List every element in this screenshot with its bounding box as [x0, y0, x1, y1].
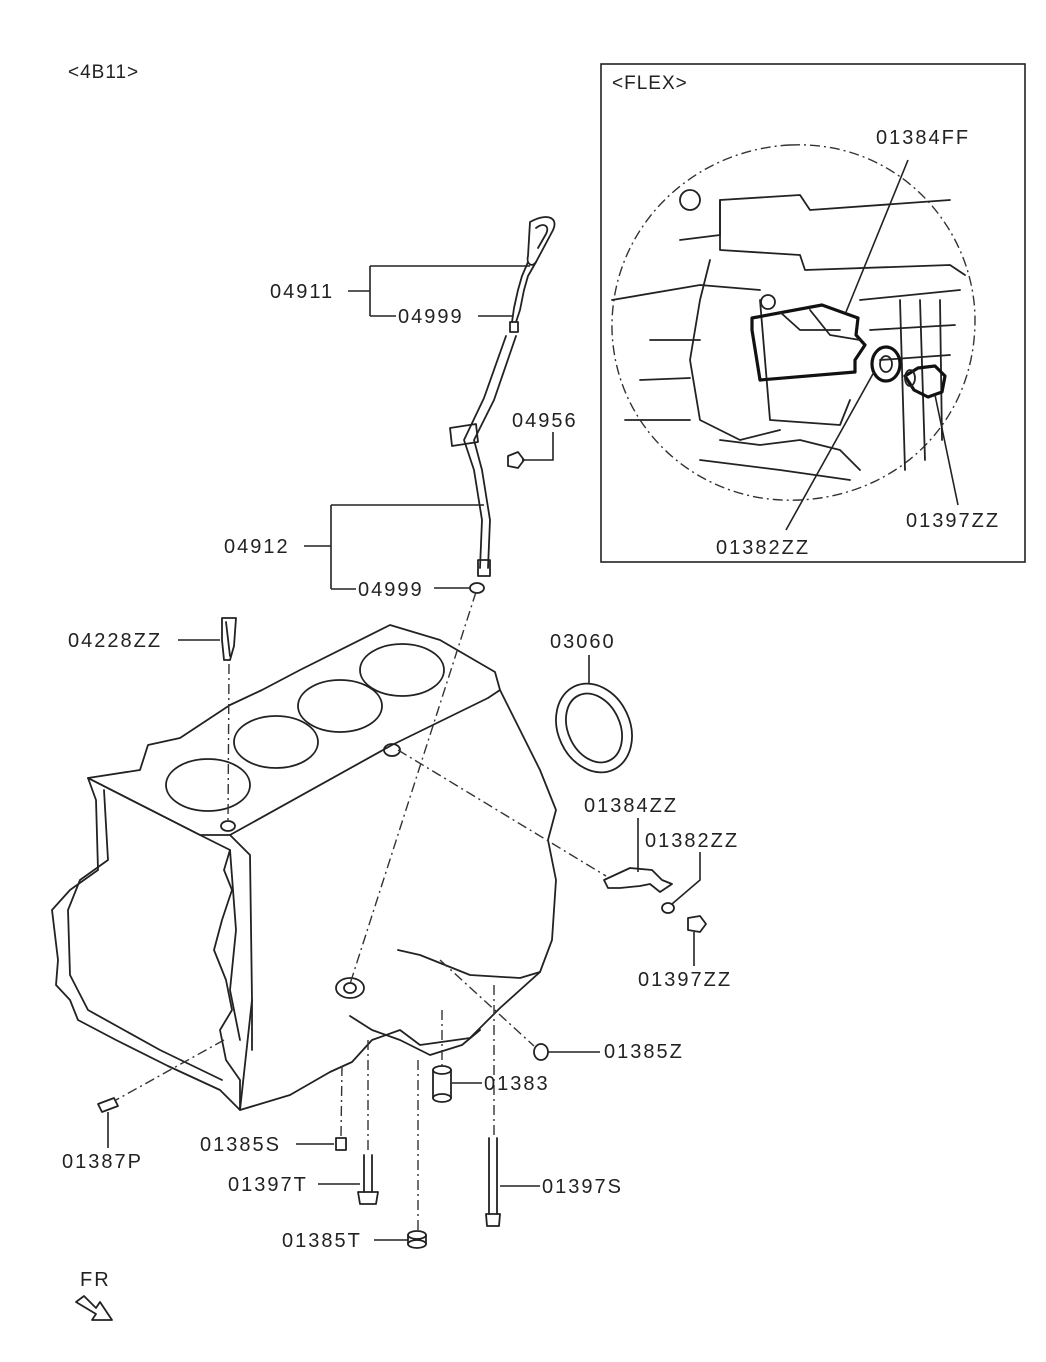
dowel-01383 — [432, 1065, 452, 1103]
inset-detail-circle — [611, 144, 976, 501]
label-01397T: 01397T — [228, 1174, 308, 1196]
oil-seal-03060 — [555, 682, 633, 774]
plug-01385T — [407, 1230, 427, 1249]
bracket-01384ZZ — [603, 867, 673, 893]
label-04999-lower: 04999 — [358, 579, 424, 601]
block-drain-hole — [335, 977, 365, 999]
leader-lines — [107, 265, 701, 1241]
inset-bracket — [750, 303, 867, 382]
bore-2 — [233, 715, 319, 769]
bore-3 — [297, 679, 383, 733]
bolt-01397T — [357, 1154, 379, 1205]
assembly-lines — [115, 591, 607, 1232]
front-label: FR — [80, 1269, 111, 1291]
block-front — [51, 777, 241, 1111]
label-01397S: 01397S — [542, 1176, 623, 1198]
label-04956: 04956 — [512, 410, 578, 432]
inset-bracket-detail — [779, 309, 861, 341]
label-04912: 04912 — [224, 536, 290, 558]
dipstick-guide-clip — [449, 423, 479, 447]
label-01385S: 01385S — [200, 1134, 281, 1156]
inset-block-detail — [611, 189, 966, 481]
inset-label-01382ZZ: 01382ZZ — [716, 537, 810, 559]
inset-label-01397ZZ: 01397ZZ — [906, 510, 1000, 532]
front-direction-indicator: FR — [75, 1269, 113, 1321]
inset-label-01384FF: 01384FF — [876, 127, 970, 149]
label-01385T: 01385T — [282, 1230, 362, 1252]
label-03060: 03060 — [550, 631, 616, 653]
bolt-01397ZZ — [687, 915, 707, 933]
label-01383: 01383 — [484, 1073, 550, 1095]
dipstick-guide-tube — [473, 335, 517, 569]
cylinder-block — [51, 624, 557, 1111]
inset-bolt — [903, 364, 947, 399]
inset-washer — [870, 345, 902, 383]
bore-1 — [165, 758, 251, 812]
label-01397ZZ: 01397ZZ — [638, 969, 732, 991]
dipstick-oring-upper — [509, 321, 519, 333]
flex-inset: <FLEX> 01384FF 013 — [600, 63, 1026, 563]
block-side — [229, 689, 557, 1111]
plug-04228ZZ — [221, 617, 237, 661]
block-deck — [87, 624, 501, 836]
engine-code-label: <4B11> — [68, 62, 139, 83]
plug-01385Z — [533, 1043, 549, 1061]
label-01384ZZ: 01384ZZ — [584, 795, 678, 817]
washer-01382ZZ — [661, 902, 675, 914]
label-01387P: 01387P — [62, 1151, 143, 1173]
inset-title: <FLEX> — [612, 73, 688, 94]
pin-01387P — [97, 1097, 119, 1113]
label-01382ZZ: 01382ZZ — [645, 830, 739, 852]
bore-4 — [359, 643, 445, 697]
bolt-01397S — [485, 1137, 501, 1227]
front-arrow-icon — [75, 1295, 113, 1321]
label-04911: 04911 — [270, 281, 334, 303]
bolt-04956 — [507, 451, 525, 469]
label-04228ZZ: 04228ZZ — [68, 630, 162, 652]
label-04999-upper: 04999 — [398, 306, 464, 328]
dipstick — [449, 216, 556, 577]
inset-frame — [600, 63, 1026, 563]
oring-04999-lower — [469, 582, 485, 594]
plug-01385S — [335, 1137, 347, 1151]
label-01385Z: 01385Z — [604, 1041, 684, 1063]
